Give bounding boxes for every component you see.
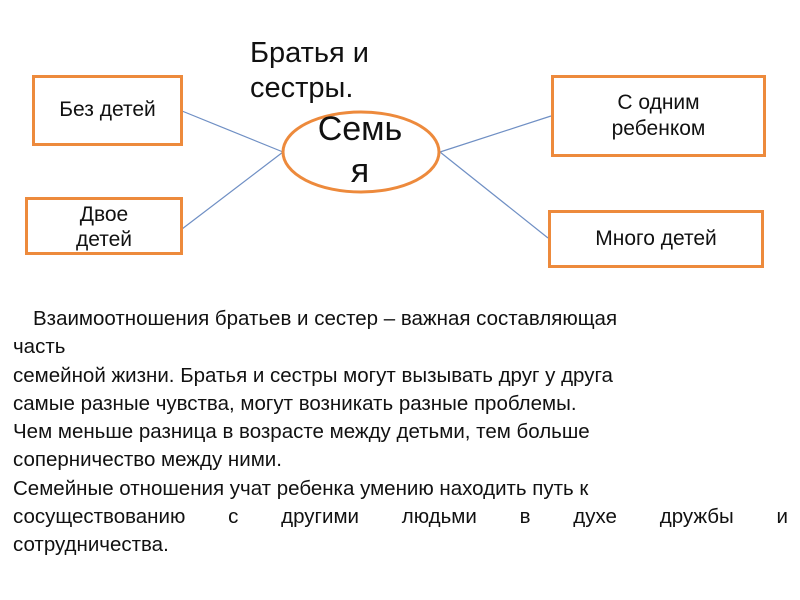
node-two-children: Двое детей [25,197,183,255]
paragraph-line: часть [13,335,66,359]
center-label-line-1: Семь [317,110,403,148]
node-label: Много детей [595,226,717,250]
paragraph-line: сотрудничества. [13,533,169,557]
node-one-child: С одним ребенком [551,75,766,157]
node-label-line-2: ребенком [611,117,706,140]
paragraph-line: сосуществованию с другими людьми в духе … [13,505,788,529]
paragraph-line: самые разные чувства, могут возникать ра… [13,391,577,415]
center-node-family: Семь я [300,108,420,192]
caption-line-1: Братья и [250,37,370,69]
connector-many-children [439,151,549,239]
node-no-children: Без детей [32,75,183,146]
center-ellipse [281,110,441,194]
node-label: Без детей [59,98,156,122]
paragraph-line: Взаимоотношения братьев и сестер – важна… [33,307,618,330]
connector-one-child [439,115,552,153]
connector-two-children [181,151,284,230]
node-label-line-1: С одним [617,90,700,114]
paragraph-line: Чем меньше разница в возрасте между деть… [13,420,590,444]
node-many-children: Много детей [548,210,764,268]
paragraph-line: семейной жизни. Братья и сестры могут вы… [13,363,613,387]
center-label-line-2: я [350,152,370,190]
paragraph-line: Семейные отношения учат ребенка умению н… [13,476,589,500]
node-label-line-1: Двое [79,202,129,226]
siblings-paragraph: Взаимоотношения братьев и сестер – важна… [13,305,788,560]
connector-no-children [181,110,284,153]
caption-line-2: сестры. [250,72,354,104]
siblings-caption: Братья и сестры. [250,36,430,106]
node-label-line-2: детей [75,228,133,251]
paragraph-line: соперничество между ними. [13,448,282,472]
